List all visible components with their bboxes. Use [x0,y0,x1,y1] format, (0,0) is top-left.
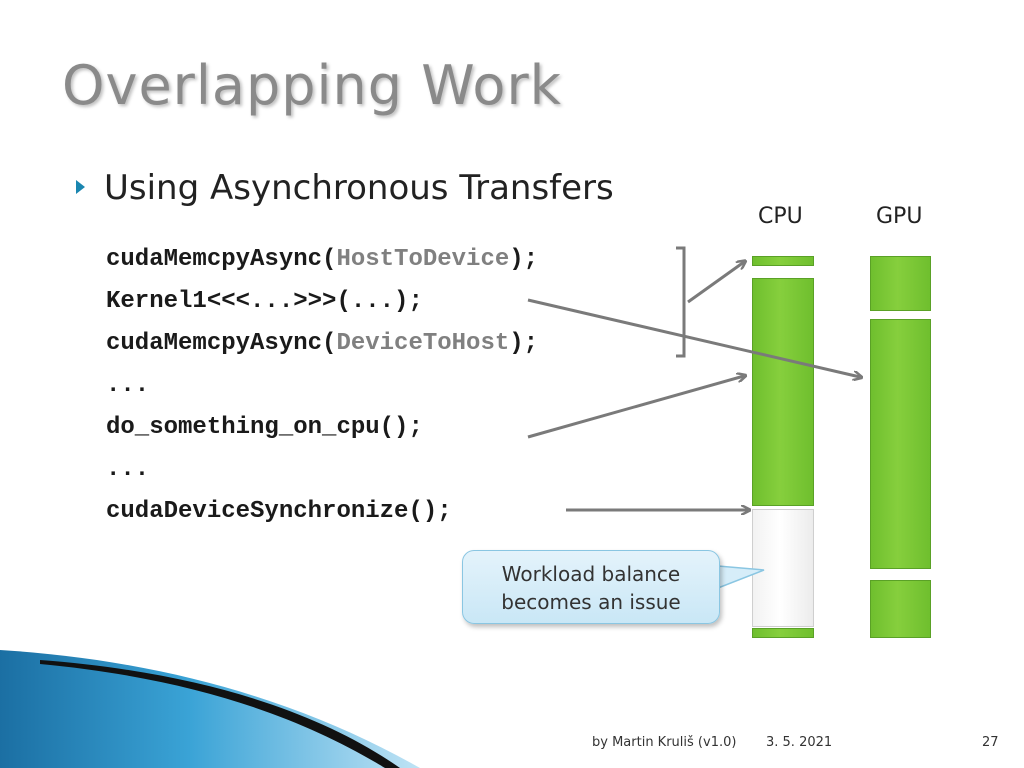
callout-line-1: Workload balance [501,562,681,586]
cpu-bar-h2d [752,256,814,266]
gpu-bar-kernel [870,319,931,569]
triangle-right-icon [76,180,85,194]
swoosh-blue [0,650,420,768]
bullet-text: Using Asynchronous Transfers [104,168,614,208]
code-line: cudaDeviceSynchronize(); [106,498,452,525]
code-line: do_something_on_cpu(); [106,414,423,441]
gpu-bar-d2h [870,580,931,638]
gpu-bar-h2d [870,256,931,311]
cpu-bar-work [752,278,814,506]
cpu-label: CPU [758,204,803,229]
page-number: 27 [982,735,999,750]
arrow-async-to-cpu [687,262,744,304]
gpu-label: GPU [876,204,923,229]
slide-title: Overlapping Work [62,54,562,117]
code-line: cudaMemcpyAsync(HostToDevice); [106,246,539,273]
code-line: cudaMemcpyAsync(DeviceToHost); [106,330,539,357]
code-line: Kernel1<<<...>>>(...); [106,288,423,315]
code-line: ... [106,456,150,483]
footer-date: 3. 5. 2021 [766,735,833,750]
footer-author: by Martin Kruliš (v1.0) [592,735,737,750]
code-line: ... [106,372,150,399]
arrow-kernel-to-gpu [527,298,860,377]
callout-tail [717,565,765,590]
arrow-cpu-work [527,376,744,439]
cpu-bar-idle [752,509,814,627]
cpu-bar-end [752,628,814,638]
callout-line-2: becomes an issue [501,590,681,614]
async-bracket [676,246,686,358]
callout-workload: Workload balance becomes an issue [462,550,720,624]
